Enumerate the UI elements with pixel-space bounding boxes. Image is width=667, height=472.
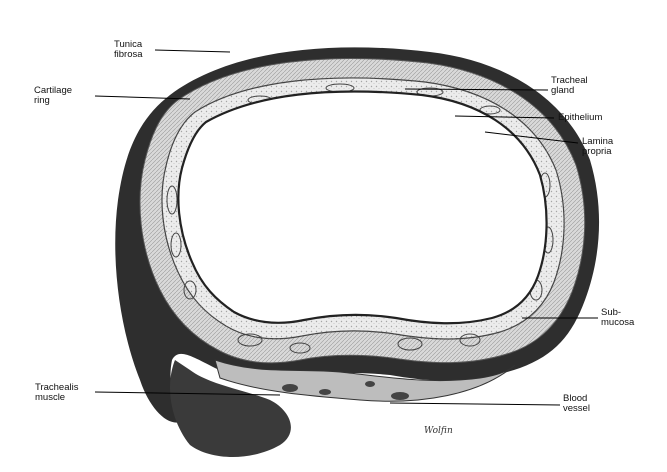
label-epithelium: Epithelium — [558, 113, 602, 123]
label-lamina-propria: Lamina propria — [582, 137, 613, 157]
label-tunica-fibrosa: Tunica fibrosa — [114, 40, 143, 60]
label-cartilage-ring: Cartilage ring — [34, 86, 72, 106]
label-trachealis-muscle: Trachealis muscle — [35, 383, 78, 403]
label-blood-vessel: Blood vessel — [563, 394, 590, 414]
artist-signature: Wolfin — [424, 426, 453, 436]
label-tracheal-gland: Tracheal gland — [551, 76, 588, 96]
label-submucosa: Sub- mucosa — [601, 308, 634, 328]
epithelium-layer — [178, 91, 546, 323]
